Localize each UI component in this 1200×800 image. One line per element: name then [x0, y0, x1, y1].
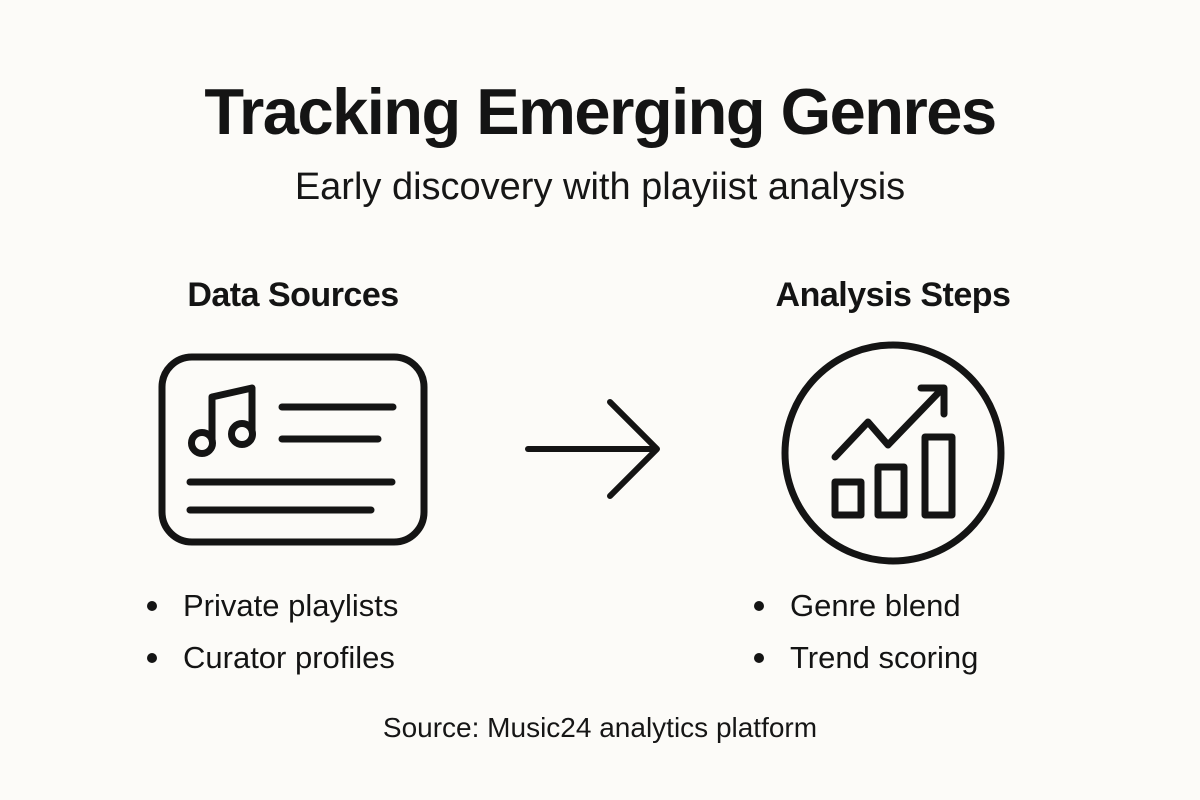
data-sources-list: Private playlists Curator profiles — [145, 580, 398, 684]
playlist-card-icon — [158, 353, 428, 546]
source-note: Source: Music24 analytics platform — [382, 712, 818, 743]
list-item: Curator profiles — [145, 632, 398, 684]
analysis-steps-heading: Analysis Steps — [775, 276, 1011, 314]
right-arrow-icon — [523, 396, 663, 502]
list-item: Genre blend — [752, 580, 978, 632]
trend-chart-icon — [778, 338, 1008, 568]
data-sources-heading: Data Sources — [187, 276, 399, 314]
page-title: Tracking Emerging Genres — [204, 75, 997, 148]
list-item: Trend scoring — [752, 632, 978, 684]
list-item: Private playlists — [145, 580, 398, 632]
page-subtitle: Early discovery with playiist analysis — [294, 166, 906, 208]
analysis-steps-list: Genre blend Trend scoring — [752, 580, 978, 684]
